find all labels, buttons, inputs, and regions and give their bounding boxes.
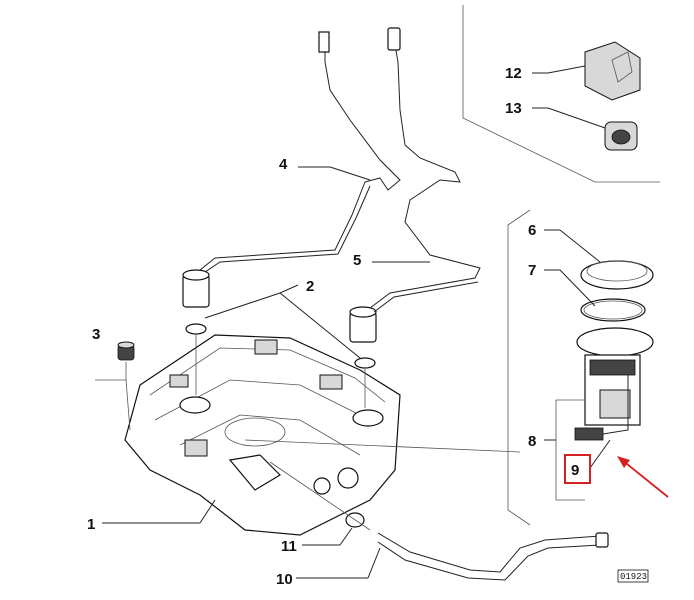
callout-2: 2 <box>306 278 314 295</box>
callout-13: 13 <box>505 100 522 117</box>
diagram-code-box: 01923 <box>617 569 649 583</box>
highlight-box-part-9 <box>564 454 591 484</box>
part-8-pump-assembly <box>574 327 654 441</box>
part-13-grommet <box>604 121 638 151</box>
callout-11: 11 <box>281 538 297 555</box>
hose-part-5 <box>369 27 481 313</box>
callout-7: 7 <box>528 262 536 279</box>
part-10-filler-hose <box>377 532 609 581</box>
callout-8: 8 <box>528 433 536 450</box>
part-7-seal <box>580 298 646 322</box>
sender-right <box>349 306 377 408</box>
divider-pump-group <box>507 209 531 526</box>
leader-lines <box>102 65 611 579</box>
divider-top-right <box>462 5 660 183</box>
callout-5: 5 <box>353 252 361 269</box>
part-3-plug <box>95 341 135 431</box>
callout-12: 12 <box>505 65 522 82</box>
part-6-lock-ring <box>580 260 654 290</box>
part-12-bracket <box>584 41 641 101</box>
diagram-code: 01923 <box>620 572 647 582</box>
red-arrow-icon <box>617 456 669 498</box>
callout-4: 4 <box>279 156 288 173</box>
callout-6: 6 <box>528 222 536 239</box>
sender-left <box>182 269 210 395</box>
fuel-tank <box>124 334 401 536</box>
hose-part-4 <box>199 31 401 273</box>
callout-10: 10 <box>276 571 293 588</box>
callout-1: 1 <box>87 516 95 533</box>
callout-9: 9 <box>571 462 579 479</box>
callout-3: 3 <box>92 326 100 343</box>
